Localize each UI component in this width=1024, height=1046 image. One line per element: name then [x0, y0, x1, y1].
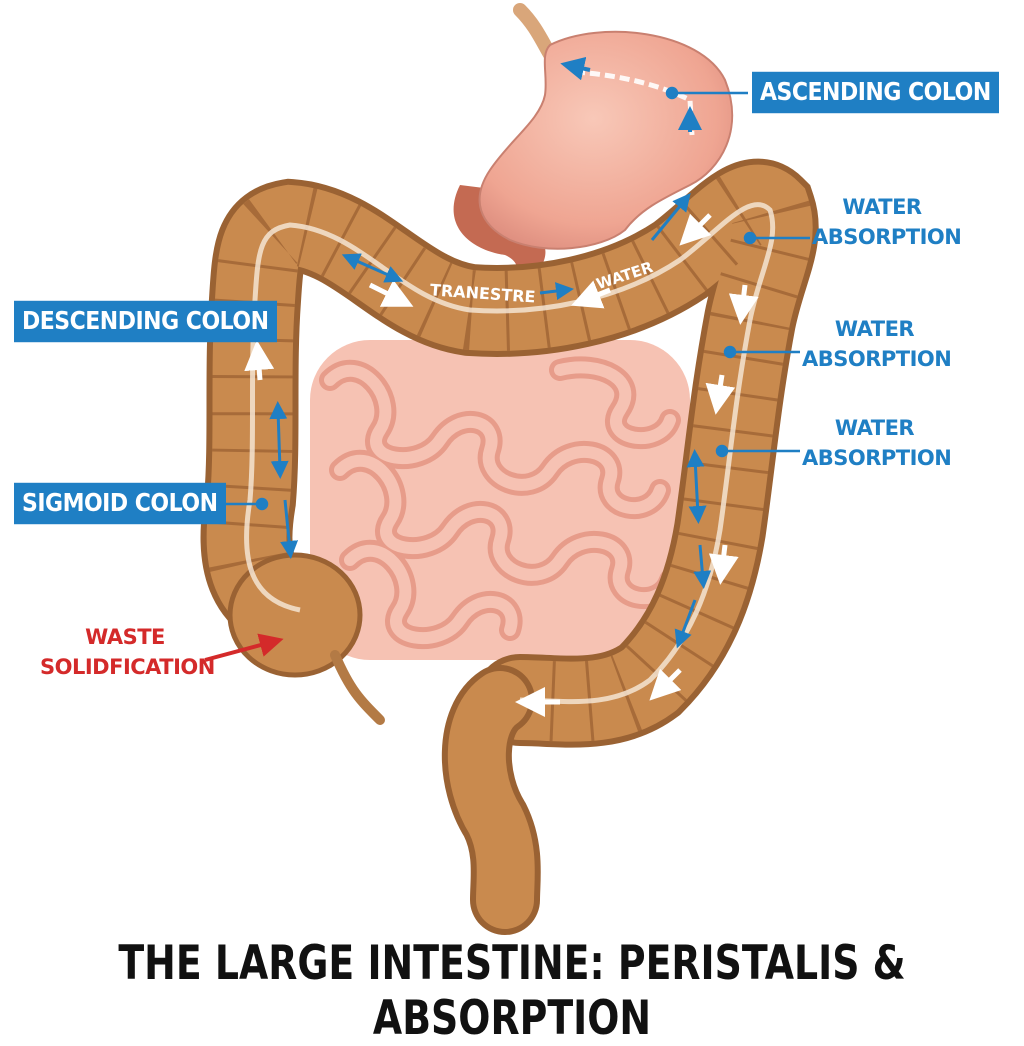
waste-solidification-label: WASTE SOLIDFICATION — [40, 625, 215, 679]
flow-arrows — [244, 56, 759, 717]
ascending-colon-label: ASCENDING COLON — [752, 71, 999, 114]
water-absorption-label-2: WATER ABSORPTION — [802, 317, 952, 371]
peristalsis-arrows — [269, 193, 712, 649]
large-intestine-diagram: TRANESTRE WATER — [200, 3, 819, 935]
sigmoid-colon-label: SIGMOID COLON — [14, 482, 226, 525]
water-absorption-label-1: WATER ABSORPTION — [812, 195, 962, 249]
waste-arrow — [204, 633, 284, 662]
descending-colon-label: DESCENDING COLON — [14, 300, 277, 343]
diagram-title: THE LARGE INTESTINE: PERISTALIS & ABSORP… — [118, 935, 906, 1046]
water-absorption-label-3: WATER ABSORPTION — [802, 416, 952, 470]
stomach — [453, 30, 734, 280]
small-intestine — [310, 340, 690, 660]
